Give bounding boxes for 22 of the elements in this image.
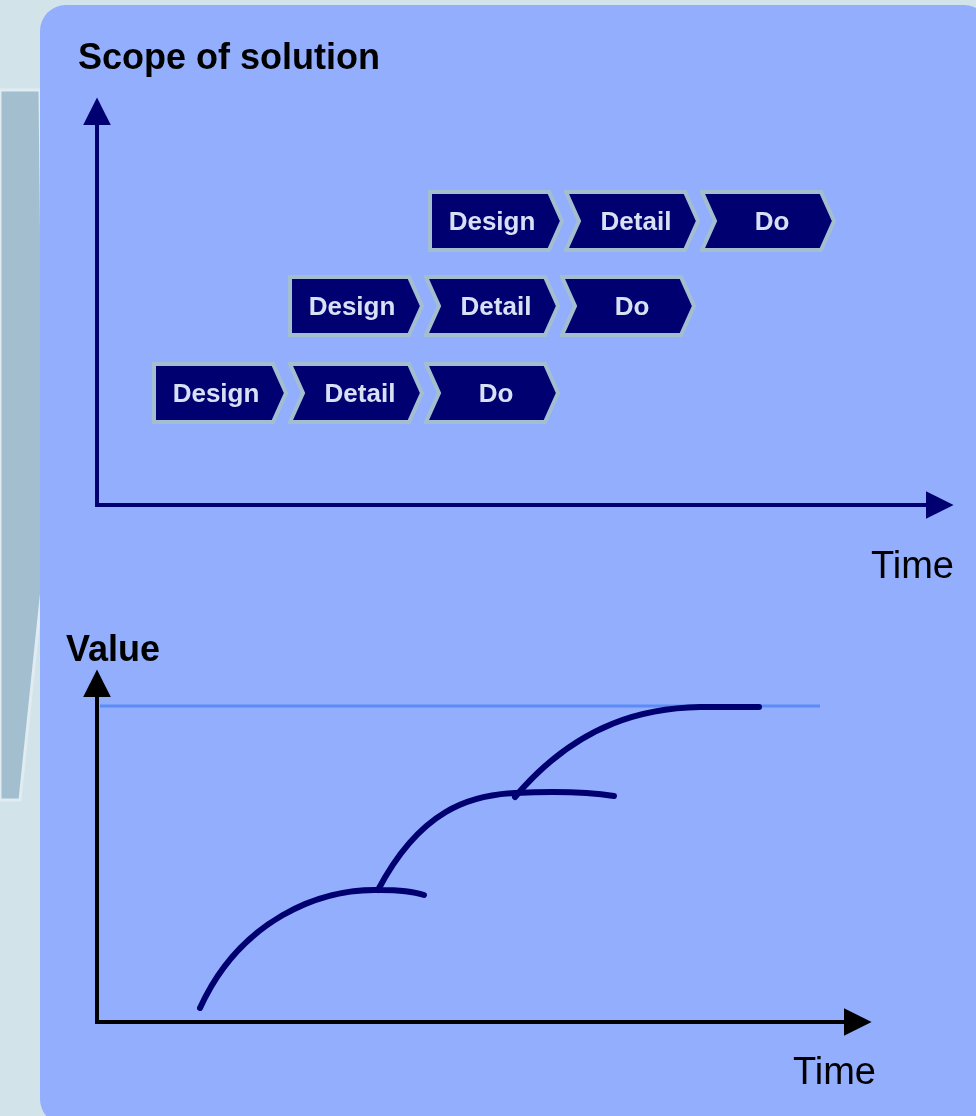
axis-title: Scope of solution xyxy=(78,36,380,78)
process-step xyxy=(288,362,424,424)
process-step xyxy=(560,275,696,337)
step-label: Design xyxy=(172,377,260,409)
process-step xyxy=(700,190,836,252)
process-step xyxy=(152,362,288,424)
process-step xyxy=(424,275,560,337)
step-label: Design xyxy=(308,290,396,322)
process-step xyxy=(564,190,700,252)
step-label: Design xyxy=(448,205,536,237)
step-label: Detail xyxy=(460,290,532,322)
step-label: Do xyxy=(754,205,790,237)
axis-title: Time xyxy=(870,544,954,587)
step-label: Do xyxy=(478,377,514,409)
process-step xyxy=(288,275,424,337)
step-label: Do xyxy=(614,290,650,322)
process-step xyxy=(424,362,560,424)
step-label: Detail xyxy=(324,377,396,409)
step-label: Detail xyxy=(600,205,672,237)
process-step xyxy=(428,190,564,252)
axis-title: Value xyxy=(66,628,161,670)
axis-title: Time xyxy=(792,1050,876,1093)
